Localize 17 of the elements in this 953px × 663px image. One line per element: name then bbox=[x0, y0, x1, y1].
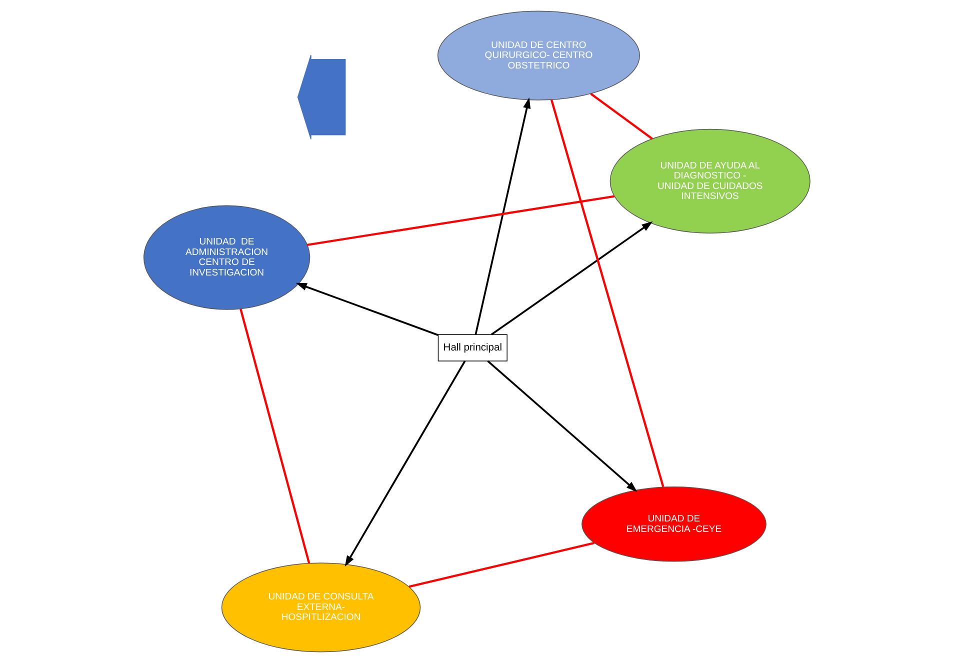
connector bbox=[306, 195, 614, 246]
arrow bbox=[490, 221, 652, 336]
arrow bbox=[486, 360, 637, 492]
connector bbox=[590, 92, 652, 140]
node-ellipse: UNIDAD DE EMERGENCIA -CEYE bbox=[581, 486, 766, 562]
connector bbox=[239, 308, 310, 564]
node-ellipse: UNIDAD DE CONSULTA EXTERNA- HOSPITLIZACION bbox=[220, 562, 420, 652]
node-ellipse: UNIDAD DE AYUDA AL DIAGNOSTICO - UNIDAD DE CUIDADOS INTENSIVOS bbox=[609, 128, 810, 234]
connector bbox=[408, 542, 594, 588]
node-arrow bbox=[296, 54, 346, 140]
arrow bbox=[295, 282, 438, 336]
arrow bbox=[474, 97, 530, 335]
node-box: Hall principal bbox=[437, 334, 507, 362]
connector bbox=[550, 100, 664, 488]
arrow bbox=[344, 360, 466, 567]
node-ellipse: UNIDAD DE CENTRO QUIRURGICO- CENTRO OBSTETRICO bbox=[436, 10, 640, 100]
node-ellipse: UNIDAD DE ADMINISTRACION CENTRO DE INVESTIGACION bbox=[142, 205, 310, 310]
